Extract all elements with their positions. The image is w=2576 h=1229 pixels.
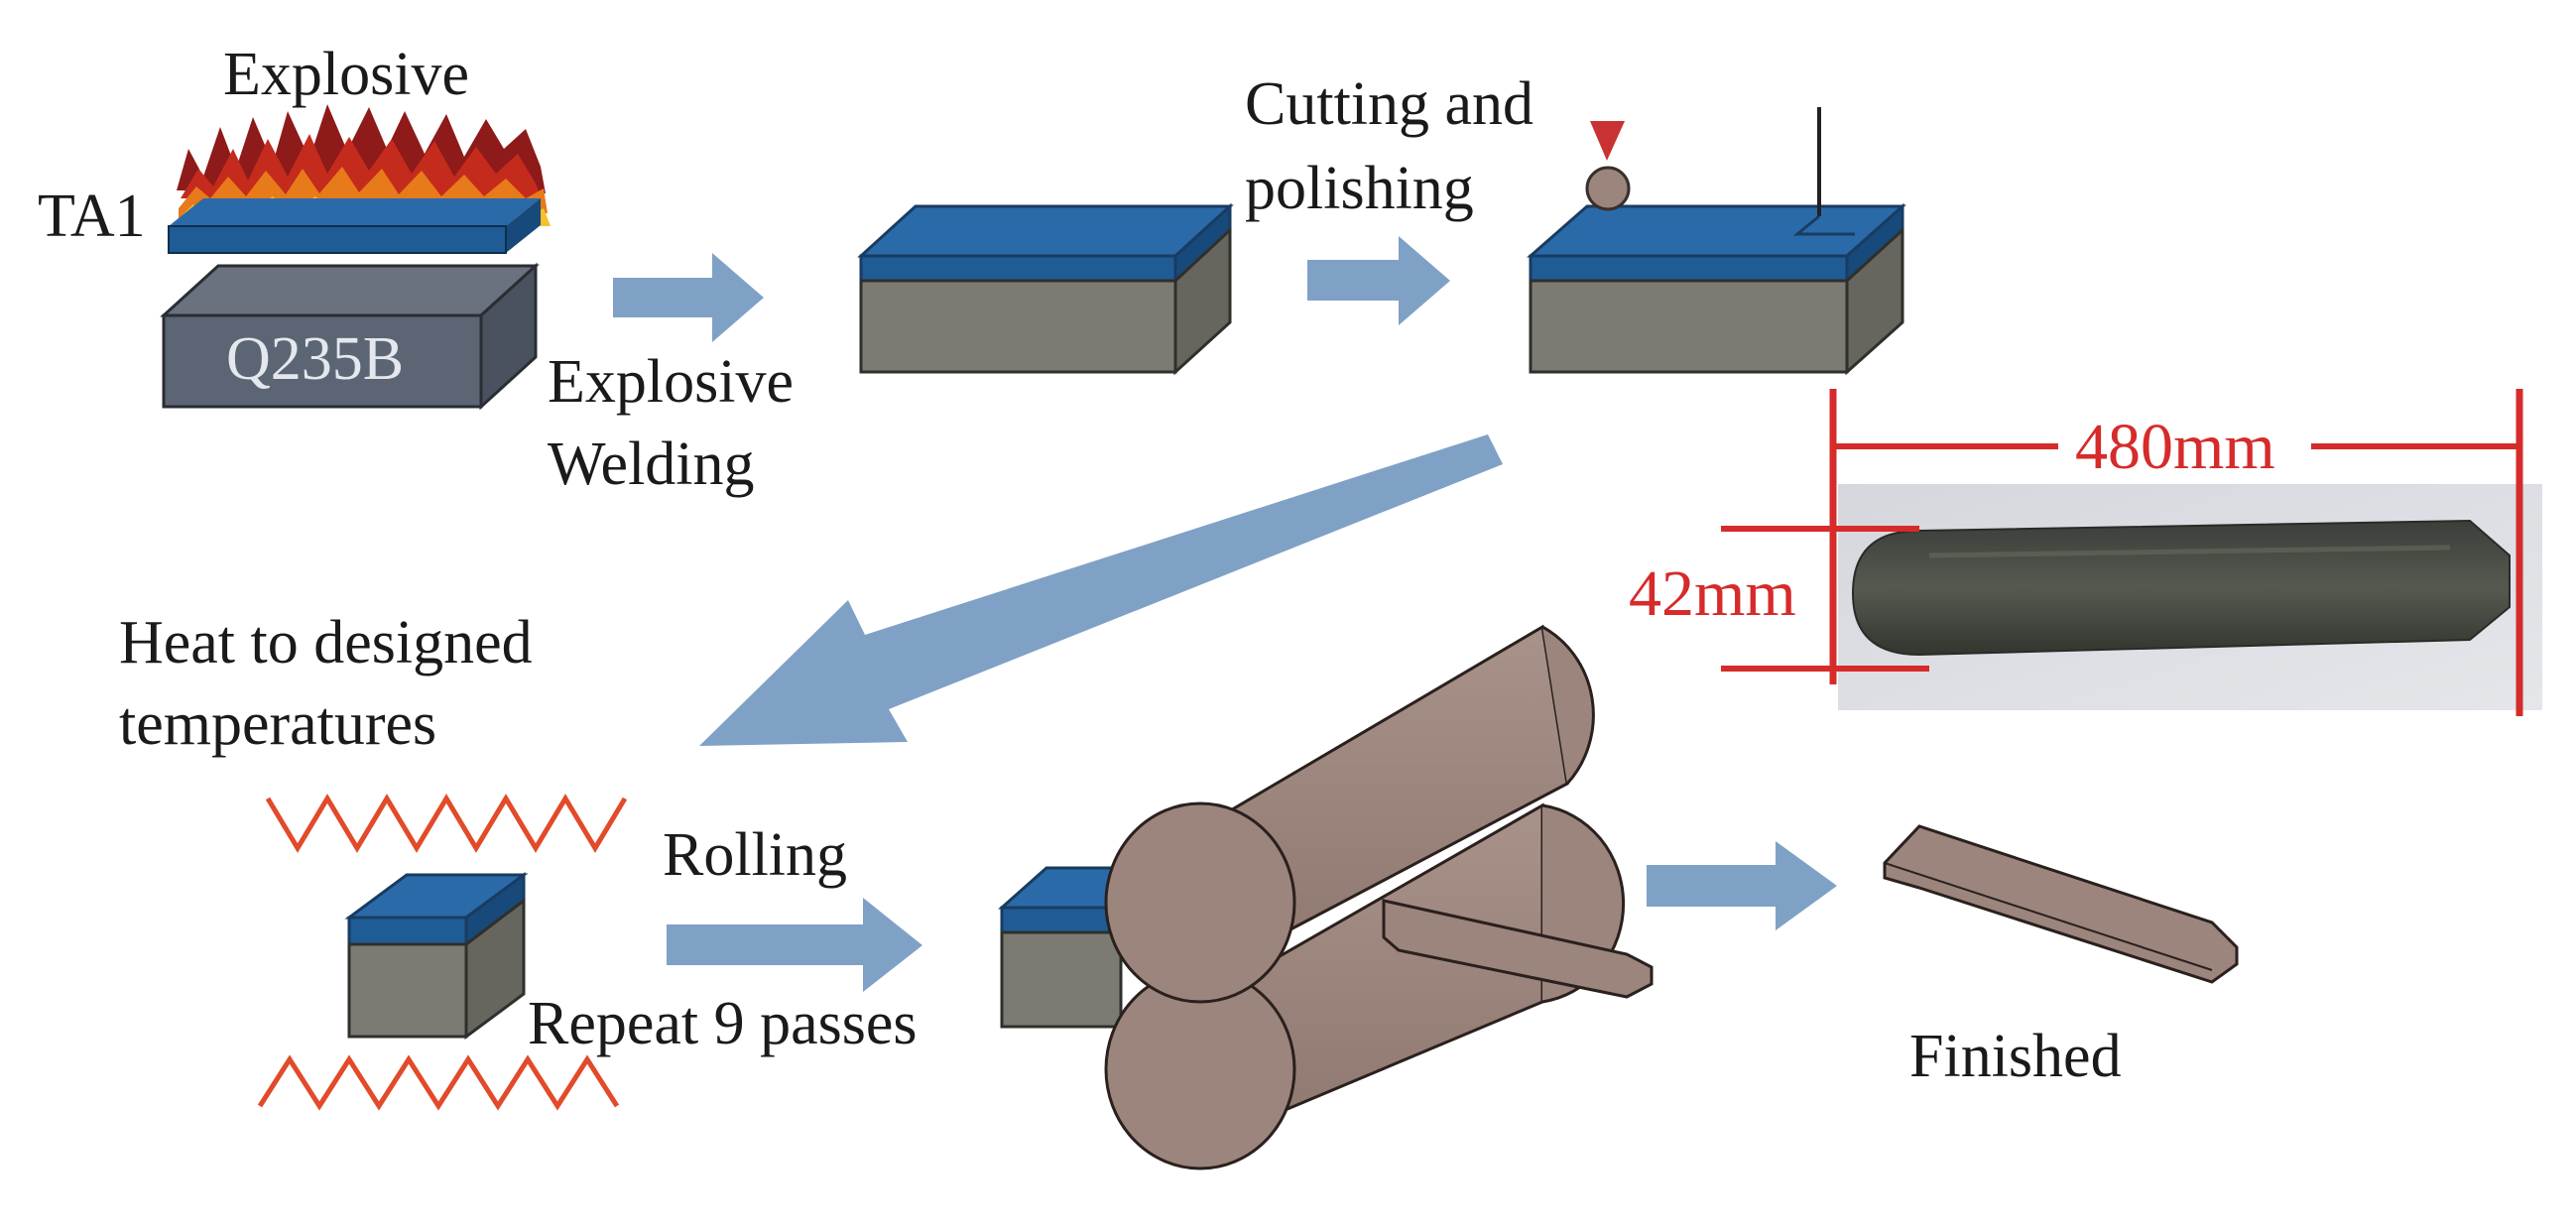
length-dimension: 480mm xyxy=(1829,389,2523,716)
roller-pair-icon xyxy=(1104,624,1654,1170)
polished-clad-plate xyxy=(1527,202,1906,376)
arrow-right-icon xyxy=(1307,236,1450,325)
heat-wave-icon xyxy=(257,1054,620,1111)
width-label: 42mm xyxy=(1629,557,1796,630)
arrow-right-icon xyxy=(1647,841,1837,930)
length-label: 480mm xyxy=(2075,411,2275,483)
polishing-tool-icon xyxy=(1585,121,1631,211)
heat-label-line2: temperatures xyxy=(119,690,436,758)
arrow-diagonal-icon xyxy=(699,434,1503,746)
specimen-photo xyxy=(1838,484,2542,710)
width-dimension: 42mm xyxy=(1629,526,1929,672)
arrow-right-icon xyxy=(613,253,764,342)
heat-label-line1: Heat to designed xyxy=(119,609,533,676)
finished-label: Finished xyxy=(1909,1023,2122,1090)
ta1-plate xyxy=(168,198,541,254)
heat-wave-icon xyxy=(265,794,628,853)
explosive-welding-label-line2: Welding xyxy=(548,430,755,498)
q235b-block xyxy=(160,262,540,411)
arrow-right-icon xyxy=(667,898,922,992)
step-explosive-setup: Explosive TA1 Q235B xyxy=(38,41,551,411)
heated-cube xyxy=(344,872,529,1040)
explosive-label: Explosive xyxy=(223,41,469,108)
finished-strip xyxy=(1883,824,2239,984)
repeat-label: Repeat 9 passes xyxy=(528,990,918,1057)
cutting-line-icon xyxy=(1792,107,1855,236)
cutting-label-line1: Cutting and xyxy=(1245,70,1533,138)
cutting-label-line2: polishing xyxy=(1245,155,1474,222)
rolling-label: Rolling xyxy=(663,821,847,889)
q235b-label: Q235B xyxy=(226,325,404,393)
ta1-label: TA1 xyxy=(38,183,146,250)
explosive-welding-label-line1: Explosive xyxy=(548,348,794,416)
welded-clad-plate xyxy=(857,202,1234,376)
